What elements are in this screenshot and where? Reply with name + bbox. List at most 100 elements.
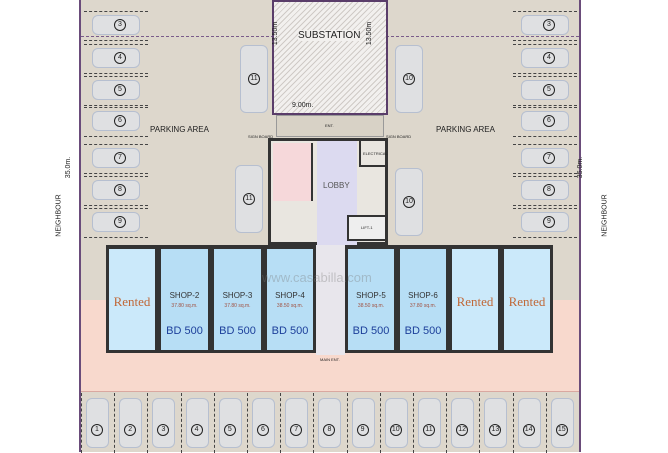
car-icon	[451, 398, 475, 448]
shop-name: SHOP-4	[275, 291, 305, 300]
parking-number: 9	[543, 216, 555, 228]
electrical-label: ELECTRICAL	[363, 151, 388, 156]
left-dimension: 35.0m.	[65, 156, 73, 179]
right-dimension: 35.0m.	[577, 156, 585, 179]
lobby-label: LOBBY	[323, 181, 350, 190]
parking-space	[513, 208, 577, 238]
substation-height-right: 13.50m	[366, 21, 374, 46]
parking-number: 13	[489, 424, 502, 436]
electrical-room: ELECTRICAL	[359, 141, 388, 167]
parking-space	[84, 11, 148, 41]
parking-space	[84, 176, 148, 206]
parking-number: 15	[555, 424, 568, 436]
parking-number: 3	[157, 424, 170, 436]
parking-number: 10	[389, 424, 402, 436]
sign-board-right: SIGN BOARD	[386, 134, 412, 139]
shop-name: SHOP-2	[169, 291, 200, 300]
parking-space	[84, 107, 148, 137]
lift: LIFT-1	[347, 215, 387, 241]
car-icon	[185, 398, 209, 448]
parking-space	[81, 393, 114, 453]
shop-area: 37.80 sq.m.	[224, 303, 251, 309]
parking-space	[513, 76, 577, 106]
parking-space	[346, 393, 380, 453]
shop-price: BD 500	[404, 325, 442, 337]
parking-space	[84, 76, 148, 106]
parking-space	[379, 393, 413, 453]
building-core: LOBBY ELECTRICAL LIFT-1	[268, 138, 388, 245]
watermark: www.casabilla.com	[262, 270, 372, 285]
parking-space	[280, 393, 313, 453]
parking-area-label-left: PARKING AREA	[150, 125, 209, 134]
parking-number: 8	[323, 424, 336, 436]
parking-space	[313, 393, 346, 453]
car-icon	[384, 398, 408, 448]
parking-space	[512, 393, 546, 453]
sign-board-left: SIGN BOARD	[248, 134, 274, 139]
parking-number: 10	[403, 196, 415, 208]
car-icon	[550, 398, 574, 448]
car-icon	[119, 398, 143, 448]
parking-number: 11	[423, 424, 435, 436]
parking-space	[84, 44, 148, 74]
parking-space	[413, 393, 446, 453]
parking-space	[147, 393, 180, 453]
parking-space	[84, 208, 148, 238]
rented-label: Rented	[456, 294, 494, 309]
shop-price: BD 500	[352, 325, 390, 337]
car-icon	[484, 398, 508, 448]
parking-number: 4	[190, 424, 203, 436]
parking-space	[114, 393, 147, 453]
car-icon	[152, 398, 176, 448]
car-icon	[86, 398, 109, 448]
parking-space	[513, 144, 577, 174]
parking-number: 4	[114, 52, 126, 64]
parking-number: 5	[114, 84, 126, 96]
car-icon	[351, 398, 375, 448]
shop-price: BD 500	[219, 325, 256, 337]
parking-number: 5	[223, 424, 236, 436]
parking-number: 11	[243, 193, 255, 205]
shop-name: SHOP-5	[356, 291, 386, 300]
parking-space	[513, 11, 577, 41]
car-icon	[252, 398, 275, 448]
parking-space	[213, 393, 247, 453]
rented-label: Rented	[508, 294, 546, 309]
parking-number: 3	[114, 19, 126, 31]
main-entrance-label: MAIN ENT.	[320, 357, 340, 362]
shop-area: 37.80 sq.m.	[171, 303, 198, 309]
car-icon	[517, 398, 541, 448]
neighbour-label-left: NEIGHBOUR	[55, 194, 63, 237]
parking-space	[84, 144, 148, 174]
shop-area: 37.80 sq.m.	[409, 303, 437, 309]
lift-label: LIFT-1	[361, 225, 373, 230]
parking-number: 10	[403, 73, 415, 85]
parking-number: 8	[114, 184, 126, 196]
car-icon	[285, 398, 309, 448]
parking-number: 6	[114, 115, 126, 127]
rented-label: Rented	[113, 294, 151, 309]
parking-number: 6	[257, 424, 269, 436]
neighbour-label-right: NEIGHBOUR	[601, 194, 609, 237]
car-icon	[318, 398, 342, 448]
parking-space	[247, 393, 280, 453]
shop-area: 38.50 sq.m.	[276, 303, 304, 309]
shop-unit: SHOP-5 38.50 sq.m. BD 500	[345, 245, 397, 353]
substation-height-left: 13.50m	[272, 21, 280, 46]
parking-space	[479, 393, 512, 453]
parking-number: 1	[91, 424, 103, 436]
parking-number: 2	[124, 424, 137, 436]
entrance-area: ENT.	[276, 115, 384, 137]
substation: SUBSTATION 9.00m. 13.50m 13.50m	[272, 0, 388, 115]
parking-space	[513, 107, 577, 137]
parking-number: 3	[543, 19, 555, 31]
parking-number: 5	[543, 84, 555, 96]
parking-number: 8	[543, 184, 555, 196]
shop-unit: Rented	[106, 245, 158, 353]
parking-number: 11	[248, 73, 260, 85]
shop-area: 38.50 sq.m.	[357, 303, 385, 309]
